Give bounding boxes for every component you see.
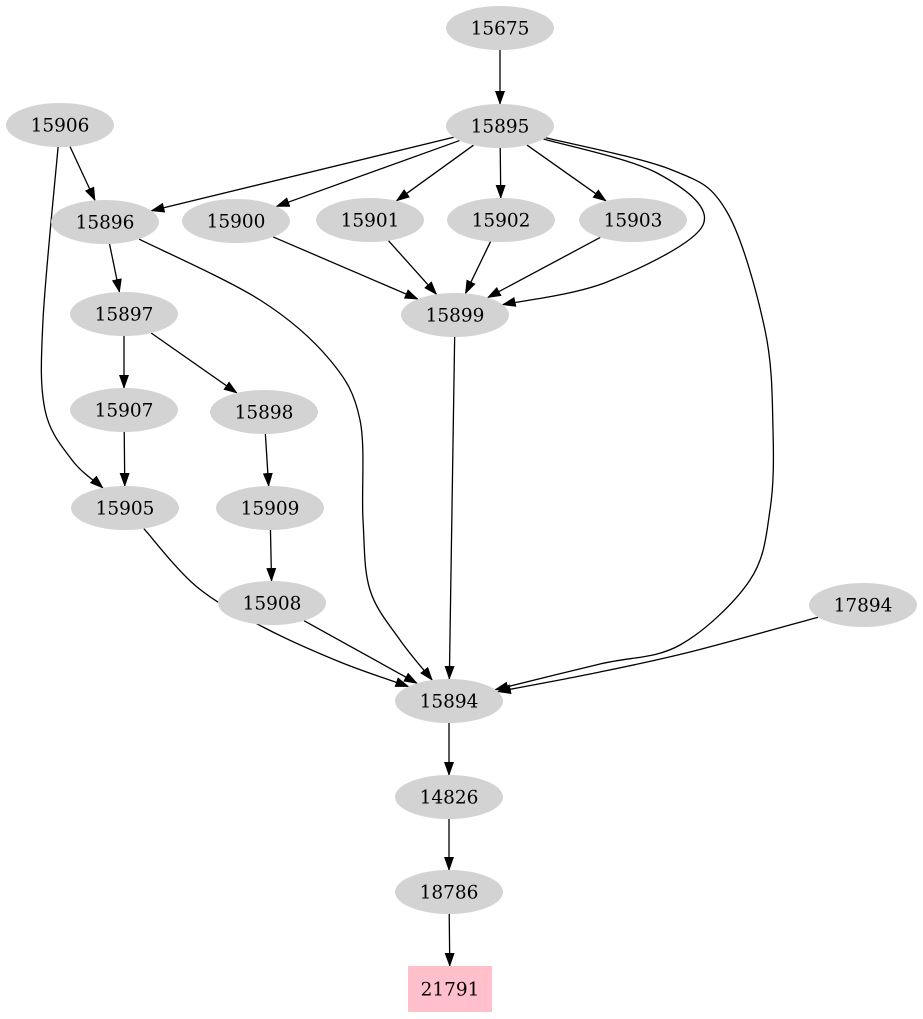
node-label: 15907 (95, 400, 154, 421)
node-21791: 21791 (408, 966, 492, 1012)
node-layer: 15675 15895 15906 15896 15900 15901 15902 15903… (6, 6, 917, 1012)
node-ellipse-shape (216, 486, 324, 530)
node-ellipse-shape (401, 293, 509, 337)
node-ellipse-shape (182, 199, 290, 243)
node-15906: 15906 (6, 103, 114, 147)
node-ellipse-shape (447, 198, 555, 242)
node-ellipse-shape (218, 581, 326, 625)
node-label: 15896 (76, 212, 135, 233)
node-label: 15905 (96, 498, 155, 519)
node-15900: 15900 (182, 199, 290, 243)
edge-15895-to-15896 (150, 136, 454, 213)
node-label: 15899 (426, 305, 485, 326)
node-15897: 15897 (70, 292, 178, 336)
node-label: 14826 (420, 787, 479, 808)
node-label: 15894 (420, 691, 479, 712)
edge-15895-to-15900 (275, 139, 460, 208)
edge-15902-to-15899 (464, 241, 492, 295)
node-label: 15897 (95, 304, 154, 325)
edge-15906-to-15896 (69, 146, 96, 202)
edge-17894-to-15894 (496, 616, 819, 695)
node-box-shape (408, 966, 492, 1012)
node-15907: 15907 (70, 388, 178, 432)
node-label: 21791 (421, 979, 480, 1000)
node-15901: 15901 (316, 198, 424, 242)
node-ellipse-shape (70, 388, 178, 432)
node-ellipse-shape (446, 6, 554, 50)
edge-15901-to-15899 (388, 240, 438, 296)
node-label: 15898 (235, 402, 294, 423)
node-15898: 15898 (210, 390, 318, 434)
node-label: 15906 (31, 115, 90, 136)
edge-15895-to-15901 (395, 144, 474, 202)
edge-15908-to-15894 (303, 620, 418, 684)
node-label: 15902 (472, 210, 531, 231)
node-label: 15908 (243, 593, 302, 614)
node-15899: 15899 (401, 293, 509, 337)
node-15895: 15895 (446, 104, 554, 148)
node-ellipse-shape (446, 104, 554, 148)
edge-15905-to-15894 (143, 528, 410, 688)
edge-layer (40, 50, 819, 967)
node-15908: 15908 (218, 581, 326, 625)
edge-15899-to-15894 (444, 336, 456, 680)
node-15909: 15909 (216, 486, 324, 530)
node-label: 15901 (341, 210, 400, 231)
node-ellipse-shape (395, 679, 503, 723)
node-15675: 15675 (446, 6, 554, 50)
node-label: 18786 (420, 882, 479, 903)
edge-15895-to-15899 (501, 138, 706, 307)
node-15903: 15903 (579, 198, 687, 242)
edge-15906-to-15905 (40, 146, 104, 489)
node-ellipse-shape (210, 390, 318, 434)
node-ellipse-shape (395, 870, 503, 914)
edge-15909-to-15908 (266, 529, 277, 583)
node-18786: 18786 (395, 870, 503, 914)
node-ellipse-shape (51, 200, 159, 244)
node-ellipse-shape (395, 775, 503, 819)
edge-15895-to-15903 (526, 144, 607, 202)
node-ellipse-shape (70, 292, 178, 336)
node-label: 15895 (471, 116, 530, 137)
edge-18786-to-21791 (444, 913, 455, 967)
node-label: 17894 (834, 595, 893, 616)
edge-15897-to-15898 (150, 332, 238, 394)
node-15905: 15905 (71, 486, 179, 530)
edge-15907-to-15905 (119, 431, 130, 487)
node-ellipse-shape (6, 103, 114, 147)
node-ellipse-shape (579, 198, 687, 242)
edge-15898-to-15909 (262, 433, 273, 488)
node-label: 15900 (207, 211, 266, 232)
node-15902: 15902 (447, 198, 555, 242)
edge-15896-to-15897 (108, 243, 122, 294)
node-label: 15675 (471, 18, 530, 39)
node-ellipse-shape (71, 486, 179, 530)
node-label: 15903 (604, 210, 663, 231)
edge-15900-to-15899 (272, 236, 419, 300)
node-label: 15909 (241, 498, 300, 519)
node-15894: 15894 (395, 679, 503, 723)
edge-15903-to-15899 (486, 236, 601, 299)
edge-15895-to-15902 (495, 147, 506, 199)
node-ellipse-shape (809, 583, 917, 627)
node-14826: 14826 (395, 775, 503, 819)
node-17894: 17894 (809, 583, 917, 627)
edge-15895-to-15894 (494, 137, 775, 692)
edge-15896-to-15894 (138, 238, 433, 681)
node-15896: 15896 (51, 200, 159, 244)
node-ellipse-shape (316, 198, 424, 242)
